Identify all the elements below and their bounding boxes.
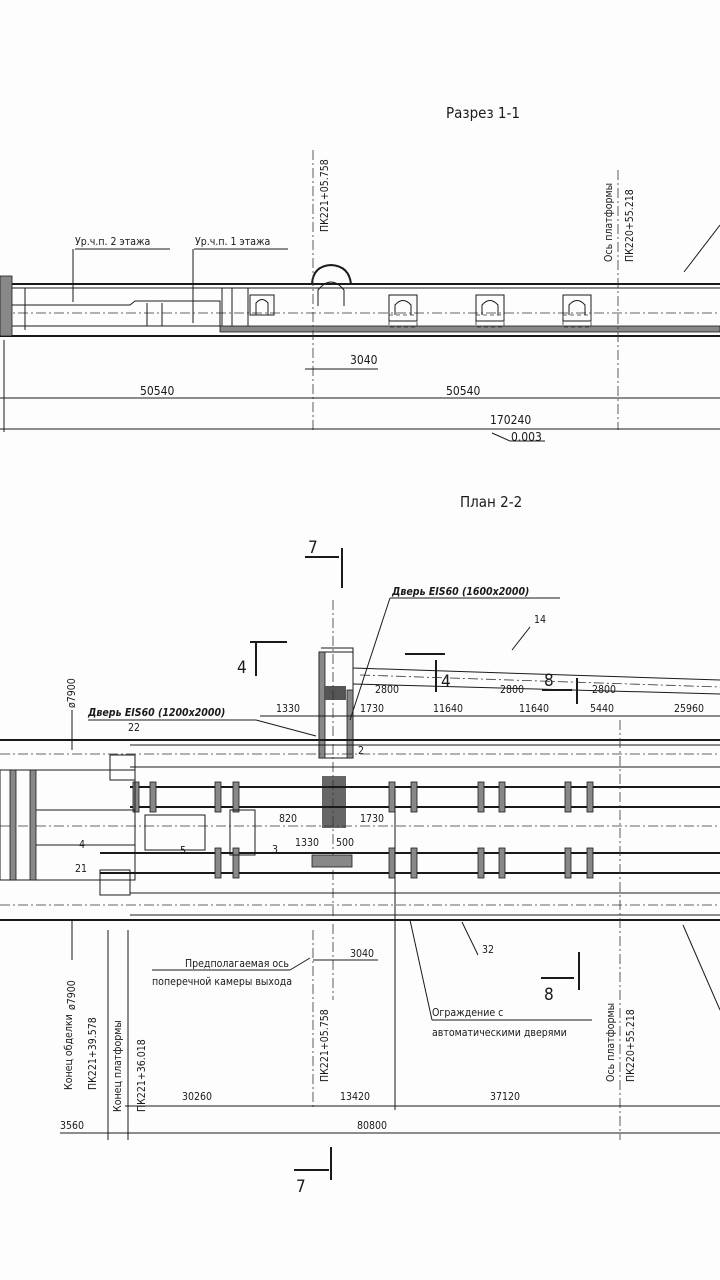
- callout-21: 21: [75, 863, 87, 875]
- platform-axis-label: Ось платформы: [603, 183, 615, 262]
- leader: [682, 924, 720, 1011]
- cut-4-left-arrow: [250, 641, 287, 676]
- callout-5: 5: [180, 845, 186, 857]
- leader: [289, 957, 311, 971]
- dim-1330: 1330: [276, 703, 300, 715]
- dim-11640-b: 11640: [519, 703, 549, 715]
- platform-end-pk: ПК221+36.018: [136, 1039, 148, 1112]
- section-title: Разрез 1-1: [446, 104, 520, 122]
- station-tunnels: [0, 739, 720, 921]
- leader: [349, 597, 391, 721]
- door-1200-label: Дверь EIS60 (1200x2000): [87, 707, 225, 719]
- exit-axis-label-2: поперечной камеры выхода: [152, 976, 292, 988]
- dim-50540-right: 50540: [446, 384, 480, 398]
- dim-3040: 3040: [350, 353, 378, 367]
- dome-opening: [317, 281, 345, 306]
- callout-22: 22: [128, 722, 140, 734]
- lining-end-label: Конец обделки: [63, 1014, 75, 1090]
- dim-5440: 5440: [590, 703, 614, 715]
- slope-mark: [491, 432, 545, 442]
- service-rooms: [0, 754, 256, 896]
- shaft-wall: [346, 689, 354, 759]
- pylons: [132, 781, 594, 879]
- niches: [249, 294, 592, 328]
- cut-4-right: 4: [441, 672, 451, 692]
- cut-8-bottom: 8: [544, 985, 554, 1005]
- platform-axis-pk: ПК220+55.218: [624, 189, 636, 262]
- dim-25960: 25960: [674, 703, 704, 715]
- pk-axis-label-plan: ПК221+05.758: [319, 1009, 331, 1082]
- track-slab: [219, 325, 720, 333]
- fence-label-1: Ограждение с: [432, 1007, 503, 1019]
- end-wall: [0, 275, 13, 337]
- callout-3: 3: [272, 844, 278, 856]
- section-1-1: Разрез 1-1 Ур.ч.п. 2 этажа: [0, 104, 720, 444]
- plan-title: План 2-2: [460, 493, 522, 511]
- dim-3560: 3560: [60, 1120, 84, 1132]
- stair-flight: [322, 776, 346, 828]
- passage-top-wall: [321, 647, 720, 681]
- callout-2: 2: [358, 745, 364, 757]
- platform-axis-pk-plan: ПК220+55.218: [625, 1009, 637, 1082]
- cut-7-top-arrow: [305, 548, 343, 588]
- callout-4: 4: [79, 839, 85, 851]
- dim-2800-b: 2800: [500, 684, 524, 696]
- callout-14: 14: [534, 614, 546, 626]
- plan-2-2: План 2-2 7 4 4 8 8 7 14 Дверь EIS60 (160…: [0, 493, 720, 1197]
- cut-7-top: 7: [308, 538, 318, 558]
- platform-axis-label-plan: Ось платформы: [605, 1003, 617, 1082]
- dim-80800: 80800: [357, 1120, 387, 1132]
- dim-13420: 13420: [340, 1091, 370, 1103]
- dim-1730: 1730: [360, 703, 384, 715]
- dim-2800-c: 2800: [592, 684, 616, 696]
- dim-1730-mid: 1730: [360, 813, 384, 825]
- dim-820: 820: [279, 813, 297, 825]
- dim-37120: 37120: [490, 1091, 520, 1103]
- dim-50540-left: 50540: [140, 384, 174, 398]
- dim-500: 500: [336, 837, 354, 849]
- diameter-top: ø7900: [66, 678, 78, 708]
- diameter-bottom: ø7900: [66, 980, 78, 1010]
- lining-end-pk: ПК221+39.578: [87, 1017, 99, 1090]
- ventilation-dome: [311, 263, 352, 285]
- cut-8-bottom-arrow: [541, 952, 580, 990]
- dim-30260: 30260: [182, 1091, 212, 1103]
- leader: [409, 919, 433, 1021]
- exit-axis-label-1: Предполагаемая ось: [185, 958, 289, 970]
- dim-2800-a: 2800: [375, 684, 399, 696]
- dim-1330-mid: 1330: [295, 837, 319, 849]
- cut-7-bottom-arrow: [294, 1147, 332, 1180]
- slope-value: 0.003: [511, 430, 542, 444]
- passage-bottom-wall: [352, 683, 720, 695]
- shaft-wall: [318, 651, 326, 759]
- cut-7-bottom: 7: [296, 1177, 306, 1197]
- platform-end-label: Конец платформы: [112, 1020, 124, 1112]
- leader: [461, 921, 479, 956]
- dim-11640-a: 11640: [433, 703, 463, 715]
- pk-axis-label: ПК221+05.758: [319, 159, 331, 232]
- door-1600-label: Дверь EIS60 (1600x2000): [391, 586, 529, 598]
- level-1-label: Ур.ч.п. 1 этажа: [195, 236, 270, 248]
- passage-axis: [359, 674, 720, 688]
- leader: [255, 719, 317, 737]
- dim-3040-plan: 3040: [350, 948, 374, 960]
- dim-170240: 170240: [490, 413, 531, 427]
- leader: [683, 224, 720, 273]
- level-2-label: Ур.ч.п. 2 этажа: [75, 236, 150, 248]
- fence-label-2: автоматическими дверями: [432, 1027, 567, 1039]
- leader: [511, 626, 531, 651]
- callout-32: 32: [482, 944, 494, 956]
- lower-level-floor: [0, 300, 221, 327]
- cut-4-left: 4: [237, 658, 247, 678]
- stair-flight: [324, 686, 346, 700]
